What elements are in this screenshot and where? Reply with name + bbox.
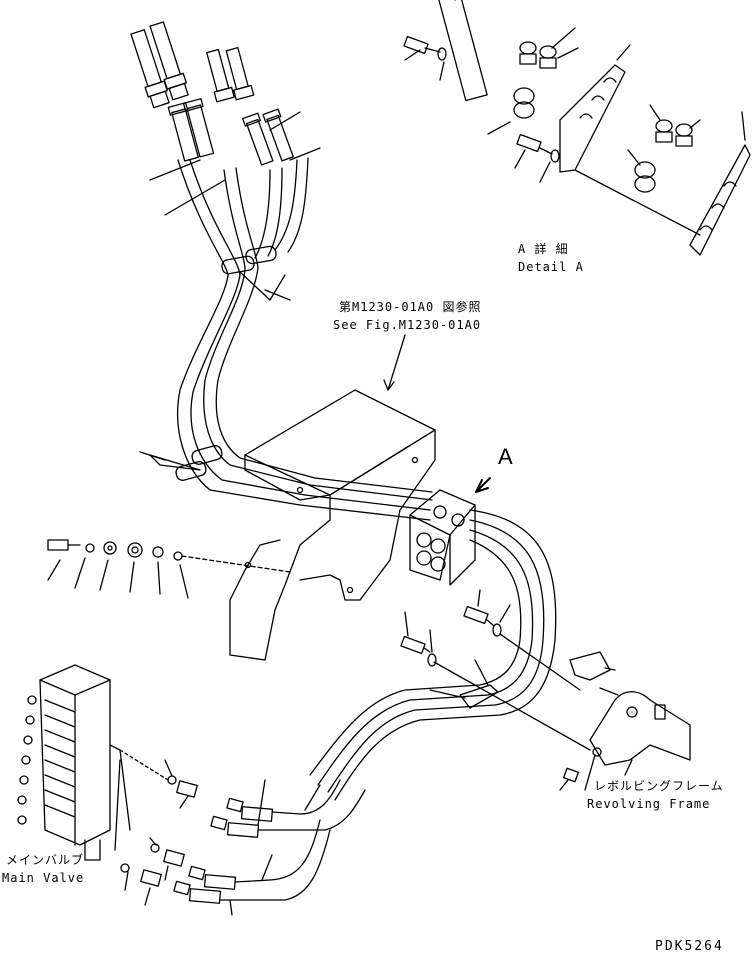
main-valve [17, 664, 169, 861]
revolving-frame [559, 691, 691, 791]
drawing-code: PDK5264 [655, 939, 724, 954]
lower-fittings [120, 759, 366, 916]
detail-a-assembly [403, 0, 751, 256]
see-fig-label-jp: 第M1230-01A0 図参照 [339, 300, 482, 314]
detail-a-label-en: Detail A [518, 260, 584, 274]
support-bracket [229, 389, 436, 661]
view-arrow-label: A [498, 444, 513, 469]
revolving-frame-label-en: Revolving Frame [587, 797, 711, 811]
see-fig-leader [387, 334, 406, 391]
see-fig-label-en: See Fig.M1230-01A0 [333, 318, 482, 332]
detail-a-label-jp: A 詳 細 [518, 242, 569, 256]
hose-run-to-block [299, 477, 557, 801]
clamp-bolts [400, 589, 619, 751]
main-valve-label-en: Main Valve [2, 871, 85, 885]
main-valve-label-jp: メインバルブ [6, 853, 85, 867]
bolt-washer-row [47, 539, 291, 599]
upper-hose-bundle [139, 111, 321, 506]
upper-hose-fittings [130, 21, 294, 166]
valve-block [409, 477, 491, 586]
revolving-frame-label-jp: レボルビングフレーム [594, 779, 724, 793]
